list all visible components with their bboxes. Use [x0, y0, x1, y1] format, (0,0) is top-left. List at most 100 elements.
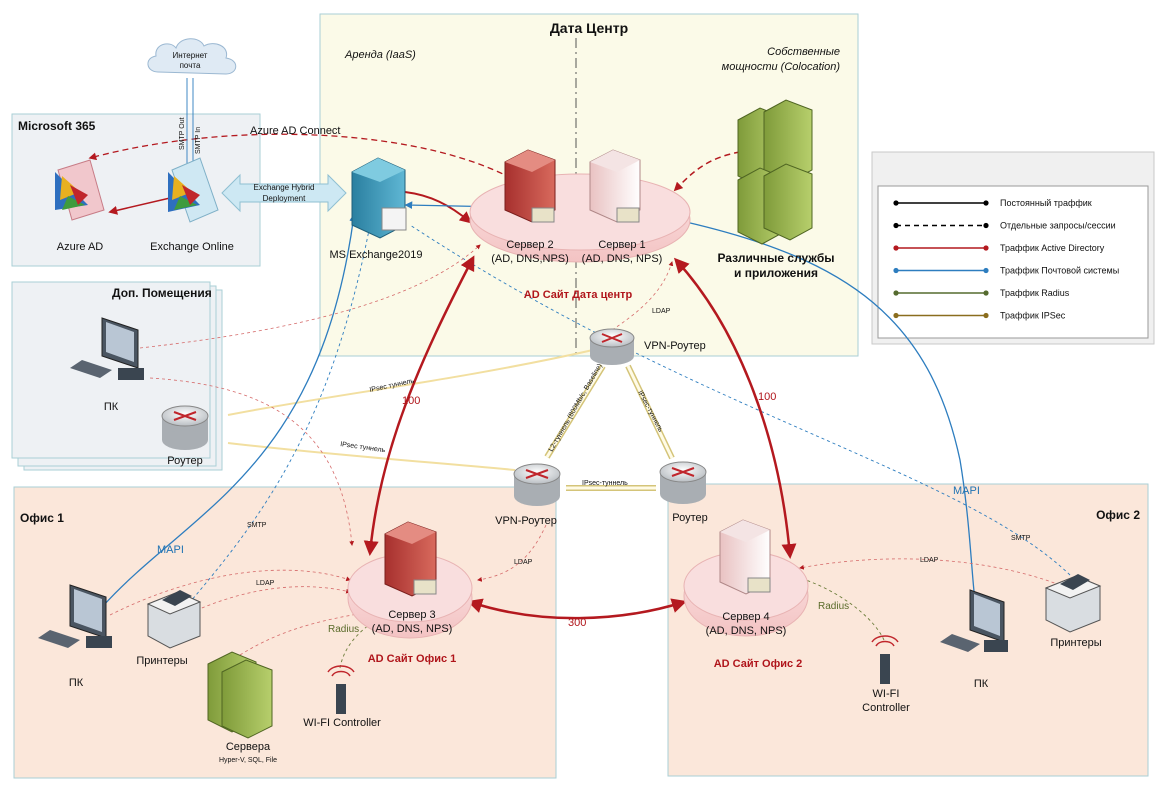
office1-pc-icon: ПК	[38, 584, 112, 689]
mapi-link-office2	[685, 221, 976, 601]
office2-pc-icon: ПК	[940, 589, 1008, 690]
exchange-hybrid-arrow: Exchange Hybrid Deployment	[221, 173, 347, 213]
office1-printer-label: Принтеры	[136, 655, 187, 667]
connections	[88, 78, 1071, 669]
l2-tunnel-label: L2-туннель (800Mb/с, Baseline)	[548, 363, 604, 453]
ipsec-label-4: IPsec-туннель	[582, 480, 628, 487]
zone-office1-title: Офис 1	[20, 511, 64, 525]
vpn-router-dc-label: VPN-Роутер	[644, 340, 706, 352]
ad-site-datacenter	[469, 173, 691, 263]
hybrid-label-2: Deployment	[263, 194, 306, 203]
legend-dot	[893, 222, 899, 229]
legend-dot	[893, 200, 899, 206]
mapi-label-o2: MAPI	[953, 485, 980, 497]
internet-mail-cloud-icon: Интернет почта	[147, 38, 237, 75]
office2-printer-icon: Принтеры	[1044, 574, 1102, 649]
vpn-router-dc-icon: VPN-Роутер	[589, 328, 706, 365]
ad-replication-o1-o2	[467, 598, 687, 620]
legend-item: Постоянный траффик	[893, 198, 1092, 208]
smtp-out-label: SMTP Out	[179, 117, 186, 150]
smtp-link-office1	[184, 224, 371, 609]
legend-item: Траффик Active Directory	[893, 243, 1105, 253]
dop-pc-icon: ПК	[70, 317, 144, 413]
ms-exchange-label: MS Exchange2019	[330, 249, 423, 261]
server-4-label-2: (AD, DNS, NPS)	[706, 625, 787, 637]
legend-item: Траффик Radius	[893, 288, 1070, 298]
ldap-label-o1: LDAP	[256, 580, 275, 587]
office2-wifi-label-1: WI-FI	[873, 688, 900, 700]
server-2-label-2: (AD, DNS,NPS)	[491, 253, 569, 265]
vpn-router-office1-label: VPN-Роутер	[495, 515, 557, 527]
mapi-link-office1	[102, 213, 358, 607]
smtp-link-office2	[409, 224, 1071, 576]
server-4-label-1: Сервер 4	[722, 611, 769, 623]
legend-dot	[983, 267, 989, 274]
legend-dot	[983, 222, 989, 229]
hybrid-label-1: Exchange Hybrid	[254, 183, 315, 192]
ad-site-office2: Сервер 4 (AD, DNS, NPS) AD Сайт Офис 2	[683, 519, 809, 670]
server-3-label-2: (AD, DNS, NPS)	[372, 623, 453, 635]
ad-site-office2-label: AD Сайт Офис 2	[714, 658, 803, 670]
office1-servers-icon: Сервера Hyper-V, SQL, File	[207, 651, 277, 764]
legend-dot	[893, 290, 899, 296]
zone-datacenter-title: Дата Центр	[550, 20, 628, 36]
mapi-label-o1: MAPI	[157, 544, 184, 556]
legend-label: Траффик Radius	[1000, 288, 1070, 298]
azure-ad-label: Azure AD	[57, 241, 104, 253]
legend-dot	[983, 312, 989, 319]
ipsec-label-3: IPsec-туннель	[636, 390, 664, 434]
zone-colo-label-2: мощности (Colocation)	[722, 61, 841, 73]
dop-pc-label: ПК	[104, 401, 119, 413]
office1-pc-label: ПК	[69, 677, 84, 689]
legend-dot	[893, 267, 899, 274]
ldap-label-dc: LDAP	[652, 308, 671, 315]
legend-label: Постоянный траффик	[1000, 198, 1092, 208]
zone-iaas-label: Аренда (IaaS)	[344, 49, 416, 61]
office2-printer-label: Принтеры	[1050, 637, 1101, 649]
ldap-label-o2: LDAP	[920, 557, 939, 564]
ad-site-datacenter-label: AD Сайт Дата центр	[524, 289, 633, 301]
ldap-label-o1-router: LDAP	[514, 559, 533, 566]
zone-dop-title: Доп. Помещения	[112, 286, 212, 300]
ad-replication-dc-o2	[673, 257, 797, 559]
legend-dot	[983, 290, 989, 296]
office2-wifi-icon: WI-FI Controller	[862, 635, 910, 714]
office1-wifi-label: WI-FI Controller	[303, 717, 381, 729]
ad-site-office1-label: AD Сайт Офис 1	[368, 653, 457, 665]
server-1-label-1: Сервер 1	[598, 239, 645, 251]
vpn-router-office1-icon: VPN-Роутер	[495, 463, 561, 527]
office2-pc-label: ПК	[974, 678, 989, 690]
server-3-label-1: Сервер 3	[388, 609, 435, 621]
legend-label: Траффик Почтовой системы	[1000, 266, 1119, 276]
weight-label-dc-o1: 100	[402, 395, 420, 407]
services-servers-icon: Различные службы и приложения	[717, 99, 835, 280]
dop-router-label: Роутер	[167, 455, 203, 467]
office2-wifi-label-2: Controller	[862, 702, 910, 714]
cloud-label-2: почта	[180, 61, 201, 70]
legend-dot	[983, 245, 989, 251]
services-label-1: Различные службы	[717, 251, 834, 265]
exchange-online-icon: Exchange Online	[150, 157, 234, 253]
server-2-label-1: Сервер 2	[506, 239, 553, 251]
server-1-label-2: (AD, DNS, NPS)	[582, 253, 663, 265]
ipsec-label-2: IPsec туннель	[340, 441, 386, 454]
azure-ad-connect-link	[88, 133, 521, 184]
zone-office2-title: Офис 2	[1096, 508, 1140, 522]
router-office2-label: Роутер	[672, 512, 708, 524]
weight-label-dc-o2: 100	[758, 391, 776, 403]
weight-label-o1-o2: 300	[568, 617, 586, 629]
ad-site-office1: Сервер 3 (AD, DNS, NPS) AD Сайт Офис 1	[347, 521, 473, 665]
zone-m365: Microsoft 365	[11, 113, 261, 267]
cloud-label-1: Интернет	[173, 51, 208, 60]
azure-ad-connect-label: Azure AD Connect	[250, 125, 341, 137]
smtp-label-o1: SMTP	[247, 522, 267, 529]
zone-m365-title: Microsoft 365	[18, 119, 96, 133]
office1-servers-sublabel: Hyper-V, SQL, File	[219, 757, 277, 764]
radius-label-o2: Radius	[818, 601, 849, 612]
smtp-in-label: SMTP In	[195, 127, 202, 154]
office1-servers-label: Сервера	[226, 741, 271, 753]
ms-exchange-server-icon: MS Exchange2019	[330, 157, 423, 261]
server-2-icon: Сервер 2 (AD, DNS,NPS)	[491, 149, 569, 265]
